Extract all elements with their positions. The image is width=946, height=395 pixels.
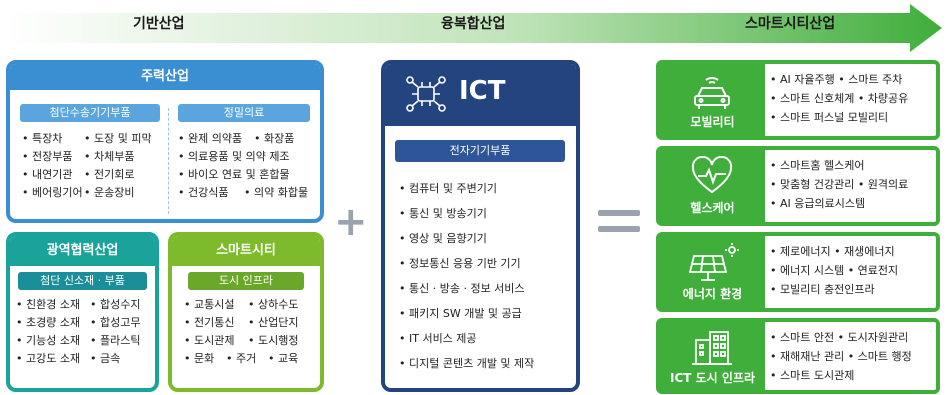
list-item: • 디지털 콘텐츠 개발 및 제작 bbox=[399, 357, 535, 370]
advanced-materials-list: • 친환경 소재• 합성수지 • 초경량 소재• 합성고무 • 기능성 소재• … bbox=[16, 296, 140, 368]
energy-environment-list: • 제로에너지 • 재생에너지 • 에너지 시스템 • 연료전지 • 모빌리티 … bbox=[770, 242, 898, 299]
city-infra-list: • 교통시설• 상하수도 • 전기통신• 산업단지 • 도시관제• 도시행정 •… bbox=[184, 296, 298, 368]
list-item: • 스마트 신호체계 • 차량공유 bbox=[770, 92, 909, 105]
mobility-box: 모빌리티 • AI 자율주행 • 스마트 주차 • 스마트 신호체계 • 차량공… bbox=[656, 60, 940, 140]
solar-panel-icon bbox=[688, 243, 739, 281]
list-item: • 스마트 퍼스널 모빌리티 bbox=[770, 111, 889, 124]
precision-medical-tag: 정밀의료 bbox=[178, 104, 310, 122]
advanced-transport-tag: 첨단수송기기부품 bbox=[20, 104, 160, 122]
advanced-materials-tag: 첨단 신소재 · 부품 bbox=[18, 272, 147, 290]
list-item: • 통신 · 방송 · 정보 서비스 bbox=[399, 282, 525, 295]
divider bbox=[168, 108, 169, 214]
list-item: • 도시관제• 도시행정 bbox=[184, 334, 299, 347]
network-icon bbox=[406, 76, 446, 112]
smartcity-title: 스마트시티 bbox=[172, 236, 320, 266]
list-item: • 에너지 시스템 • 연료전지 bbox=[770, 264, 899, 277]
list-item: • 친환경 소재• 합성수지 bbox=[16, 298, 141, 311]
list-item: • 스마트홈 헬스케어 bbox=[770, 159, 865, 172]
list-item: • 문화• 주거• 교육 bbox=[184, 352, 299, 365]
ict-box: ICT 전자기기부품 • 컴퓨터 및 주변기기 • 통신 및 방송기기 • 영상… bbox=[381, 60, 580, 392]
list-item: • 컴퓨터 및 주변기기 bbox=[399, 182, 497, 195]
list-item: • AI 자율주행 • 스마트 주차 bbox=[770, 73, 903, 86]
list-item: • 전장부품• 차체부품 bbox=[22, 150, 135, 163]
list-item: • 의료용품 및 의약 제조 bbox=[178, 150, 290, 163]
building-icon bbox=[692, 331, 732, 365]
plus-sign: + bbox=[334, 199, 368, 245]
list-item: • 기능성 소재• 플라스틱 bbox=[16, 334, 141, 347]
list-item: • 전기통신• 산업단지 bbox=[184, 316, 299, 329]
list-item: • 고강도 소재• 금속 bbox=[16, 352, 121, 365]
list-item: • 통신 및 방송기기 bbox=[399, 207, 487, 220]
list-item: • 초경량 소재• 합성고무 bbox=[16, 316, 141, 329]
list-item: • 맞춤형 건강관리 • 원격의료 bbox=[770, 178, 909, 191]
equals-sign bbox=[598, 206, 640, 236]
header-base-industry: 기반산업 bbox=[133, 16, 185, 32]
ict-city-infra-label: ICT 도시 인프라 bbox=[669, 371, 755, 385]
list-item: • 교통시설• 상하수도 bbox=[184, 298, 299, 311]
healthcare-box: 헬스케어 • 스마트홈 헬스케어 • 맞춤형 건강관리 • 원격의료 • AI … bbox=[656, 146, 940, 226]
list-item: • 재해재난 관리 • 스마트 행정 bbox=[770, 350, 912, 363]
ict-city-infra-list: • 스마트 안전 • 도시자원관리 • 재해재난 관리 • 스마트 행정 • 스… bbox=[770, 328, 912, 385]
city-infra-tag: 도시 인프라 bbox=[188, 272, 304, 290]
list-item: • IT 서비스 제공 bbox=[399, 332, 477, 345]
main-industry-box: 주력산업 첨단수송기기부품 정밀의료 • 특장차• 도장 및 피막 • 전장부품… bbox=[6, 60, 324, 223]
smartcity-box: 스마트시티 도시 인프라 • 교통시설• 상하수도 • 전기통신• 산업단지 •… bbox=[168, 232, 324, 392]
regional-industry-title: 광역협력산업 bbox=[10, 236, 155, 266]
electronic-parts-tag: 전자기기부품 bbox=[395, 140, 565, 162]
list-item: • 영상 및 음향기기 bbox=[399, 232, 487, 245]
list-item: • 완제 의약품• 화장품 bbox=[178, 132, 295, 145]
list-item: • 내연기관• 전기회로 bbox=[22, 168, 135, 181]
mobility-list: • AI 자율주행 • 스마트 주차 • 스마트 신호체계 • 차량공유 • 스… bbox=[770, 70, 908, 127]
list-item: • 특장차• 도장 및 피막 bbox=[22, 132, 152, 145]
list-item: • 바이오 연료 및 혼합물 bbox=[178, 168, 290, 181]
flow-arrow bbox=[4, 4, 942, 52]
ict-header: ICT bbox=[385, 64, 576, 126]
list-item: • 스마트 안전 • 도시자원관리 bbox=[770, 331, 909, 344]
advanced-transport-list: • 특장차• 도장 및 피막 • 전장부품• 차체부품 • 내연기관• 전기회로… bbox=[22, 130, 152, 202]
list-item: • 건강식품• 의약 화합물 bbox=[178, 186, 309, 199]
regional-industry-box: 광역협력산업 첨단 신소재 · 부품 • 친환경 소재• 합성수지 • 초경량 … bbox=[6, 232, 159, 392]
car-icon bbox=[694, 77, 730, 109]
healthcare-list: • 스마트홈 헬스케어 • 맞춤형 건강관리 • 원격의료 • AI 응급의료시… bbox=[770, 156, 908, 213]
healthcare-label: 헬스케어 bbox=[690, 201, 735, 215]
list-item: • 스마트 도시관제 bbox=[770, 369, 855, 382]
main-industry-title: 주력산업 bbox=[10, 64, 320, 90]
list-item: • 베어링기어• 운송장비 bbox=[22, 186, 135, 199]
list-item: • 제로에너지 • 재생에너지 bbox=[770, 245, 895, 258]
header-convergence-industry: 융복합산업 bbox=[441, 16, 506, 32]
list-item: • 정보통신 응용 기반 기기 bbox=[399, 257, 521, 270]
energy-environment-label: 에너지 환경 bbox=[682, 287, 743, 301]
precision-medical-list: • 완제 의약품• 화장품 • 의료용품 및 의약 제조 • 바이오 연료 및 … bbox=[178, 130, 308, 202]
ict-title: ICT bbox=[459, 76, 506, 106]
ict-list: • 컴퓨터 및 주변기기 • 통신 및 방송기기 • 영상 및 음향기기 • 정… bbox=[399, 176, 534, 376]
mobility-label: 모빌리티 bbox=[690, 115, 735, 129]
list-item: • AI 응급의료시스템 bbox=[770, 197, 866, 210]
heart-pulse-icon bbox=[691, 156, 733, 194]
list-item: • 패키지 SW 개발 및 공급 bbox=[399, 307, 522, 320]
energy-environment-box: 에너지 환경 • 제로에너지 • 재생에너지 • 에너지 시스템 • 연료전지 … bbox=[656, 232, 940, 312]
list-item: • 모빌리티 충전인프라 bbox=[770, 283, 875, 296]
header-smartcity-industry: 스마트시티산업 bbox=[745, 16, 836, 32]
ict-city-infra-box: ICT 도시 인프라 • 스마트 안전 • 도시자원관리 • 재해재난 관리 •… bbox=[656, 318, 940, 394]
